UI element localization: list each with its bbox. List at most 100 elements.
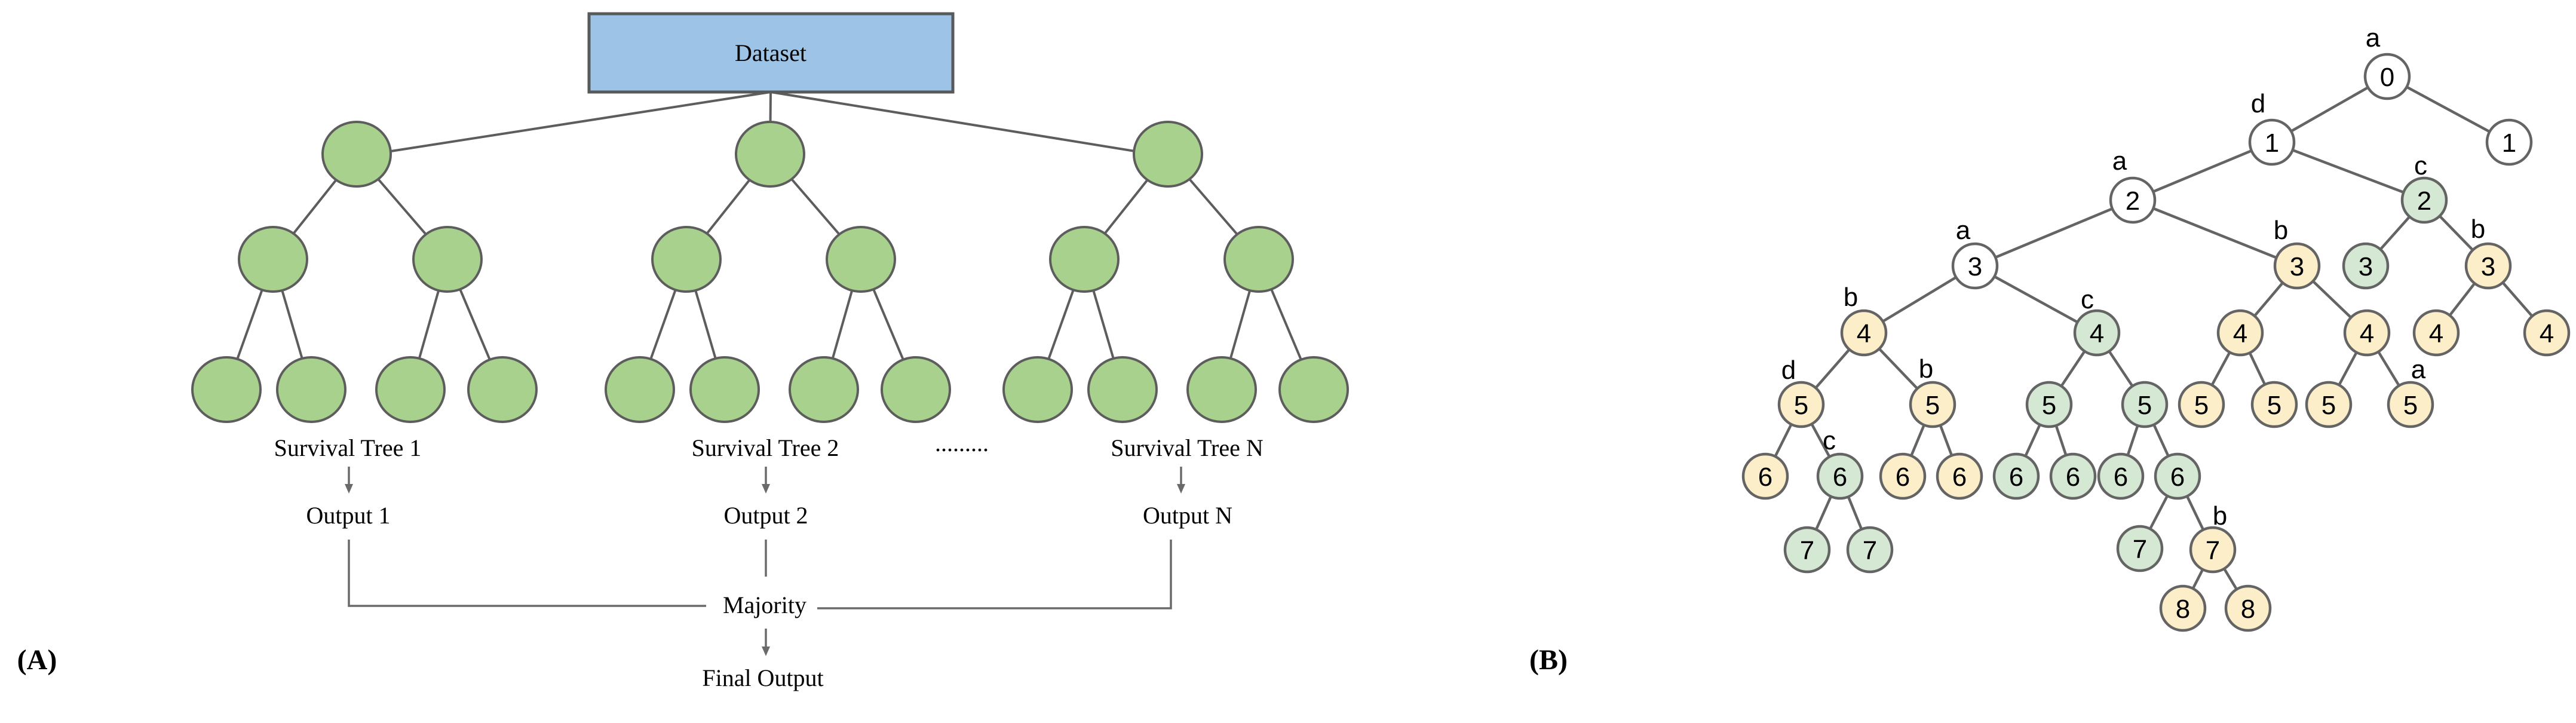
b-node-30: [2154, 452, 2201, 500]
b-node-36: [2224, 584, 2272, 632]
b-node-value: 4: [2360, 319, 2374, 348]
b-split-letter: c: [2414, 151, 2427, 180]
panel-b-label: (B): [1529, 644, 1568, 676]
outputN-label: Output N: [1143, 502, 1232, 529]
b-node-8: [2464, 242, 2512, 290]
b-split-letter: d: [2251, 89, 2265, 118]
b-node-value: 5: [1925, 391, 1940, 420]
ellipsis-dots: .........: [935, 430, 989, 457]
down-arrow: [762, 629, 770, 656]
tree-node: [412, 226, 483, 293]
b-node-35: [2159, 584, 2207, 632]
down-arrow: [1177, 467, 1185, 494]
b-node-value: 7: [1800, 536, 1814, 565]
b-node-value: 3: [2290, 252, 2304, 281]
b-edge: [2132, 198, 2298, 268]
b-node-value: 6: [1952, 462, 1967, 492]
b-node-5: [1951, 242, 1999, 290]
b-node-22: [2387, 381, 2434, 428]
b-node-1: [2248, 118, 2296, 166]
tree-node: [467, 356, 538, 423]
tree-node: [1002, 356, 1073, 423]
b-node-value: 6: [2170, 462, 2185, 492]
output1-label: Output 1: [306, 502, 390, 529]
b-node-10: [2073, 309, 2121, 357]
b-node-value: 0: [2380, 63, 2394, 92]
b-split-letter: c: [1823, 426, 1836, 455]
tree-node: [1133, 121, 1203, 188]
b-node-value: 8: [2241, 595, 2255, 624]
outputN-connector: [817, 540, 1172, 609]
b-node-value: 8: [2176, 595, 2190, 624]
b-node-value: 5: [2194, 391, 2209, 420]
b-node-value: 3: [2481, 252, 2495, 281]
b-node-11: [2216, 309, 2264, 357]
output1-connector: [348, 540, 706, 607]
b-node-value: 7: [2133, 535, 2147, 564]
tree-node: [1087, 356, 1158, 423]
b-node-18: [2121, 381, 2169, 428]
b-node-value: 5: [2138, 391, 2152, 420]
b-node-value: 4: [2540, 319, 2554, 348]
b-node-2: [2485, 118, 2533, 166]
b-node-value: 4: [2090, 319, 2104, 348]
tree1-label: Survival Tree 1: [274, 434, 422, 461]
b-node-value: 5: [2042, 391, 2056, 420]
b-node-23: [1741, 452, 1789, 500]
b-node-value: 2: [2417, 186, 2431, 216]
tree-node: [375, 356, 446, 423]
b-node-value: 6: [2114, 462, 2128, 492]
tree-node: [689, 356, 760, 423]
panel-a-diagram: Dataset Survival Tree 1 Survival Tree 2 …: [17, 12, 1349, 691]
b-node-13: [2412, 309, 2460, 357]
b-edge: [1974, 198, 2133, 268]
tree-node: [321, 121, 392, 188]
b-node-20: [2250, 381, 2298, 428]
b-node-6: [2273, 242, 2321, 290]
panel-a-label: (A): [17, 644, 57, 676]
b-node-7: [2342, 242, 2390, 290]
b-node-value: 6: [1833, 462, 1847, 492]
b-node-27: [1992, 452, 2040, 500]
b-split-letter: a: [2366, 23, 2381, 53]
b-split-letter: a: [1956, 216, 1971, 245]
tree-node: [1186, 356, 1257, 423]
dataset-edge: [356, 91, 771, 158]
b-split-letter: b: [2213, 501, 2227, 531]
b-node-value: 6: [2009, 462, 2023, 492]
tree-node: [789, 356, 859, 423]
tree-node: [1049, 226, 1120, 293]
tree-node: [735, 121, 805, 188]
dataset-edge: [770, 91, 1169, 158]
tree-node: [1223, 226, 1294, 293]
b-node-26: [1936, 452, 1983, 500]
b-node-12: [2343, 309, 2391, 357]
b-node-value: 6: [1758, 462, 1772, 492]
b-node-value: 1: [2265, 128, 2279, 158]
b-node-value: 5: [2403, 391, 2418, 420]
b-node-32: [1846, 526, 1894, 574]
b-node-value: 6: [1896, 462, 1910, 492]
b-node-value: 4: [2429, 319, 2443, 348]
b-node-24: [1816, 452, 1864, 500]
b-node-value: 2: [2126, 186, 2140, 216]
b-node-33: [2116, 525, 2164, 572]
tree-node: [881, 356, 951, 423]
b-split-letter: b: [1919, 354, 1933, 384]
down-arrow: [762, 467, 770, 494]
dataset-box: [587, 12, 955, 94]
majority-label: Majority: [723, 592, 806, 618]
b-node-value: 5: [2322, 391, 2336, 420]
tree-node: [651, 226, 722, 293]
panel-b-diagram: 0 1 1 2 2 3 3 3 3 4 4 4 4 4 4 5 5 5 5 5 …: [1529, 23, 2571, 676]
b-node-15: [1777, 381, 1825, 428]
b-node-4: [2400, 176, 2448, 224]
output2-label: Output 2: [723, 502, 808, 529]
b-node-value: 5: [2267, 391, 2281, 420]
b-node-16: [1909, 381, 1956, 428]
tree-node: [605, 356, 675, 423]
tree2-label: Survival Tree 2: [692, 434, 839, 461]
b-node-25: [1879, 452, 1927, 500]
b-node-9: [1840, 309, 1888, 357]
